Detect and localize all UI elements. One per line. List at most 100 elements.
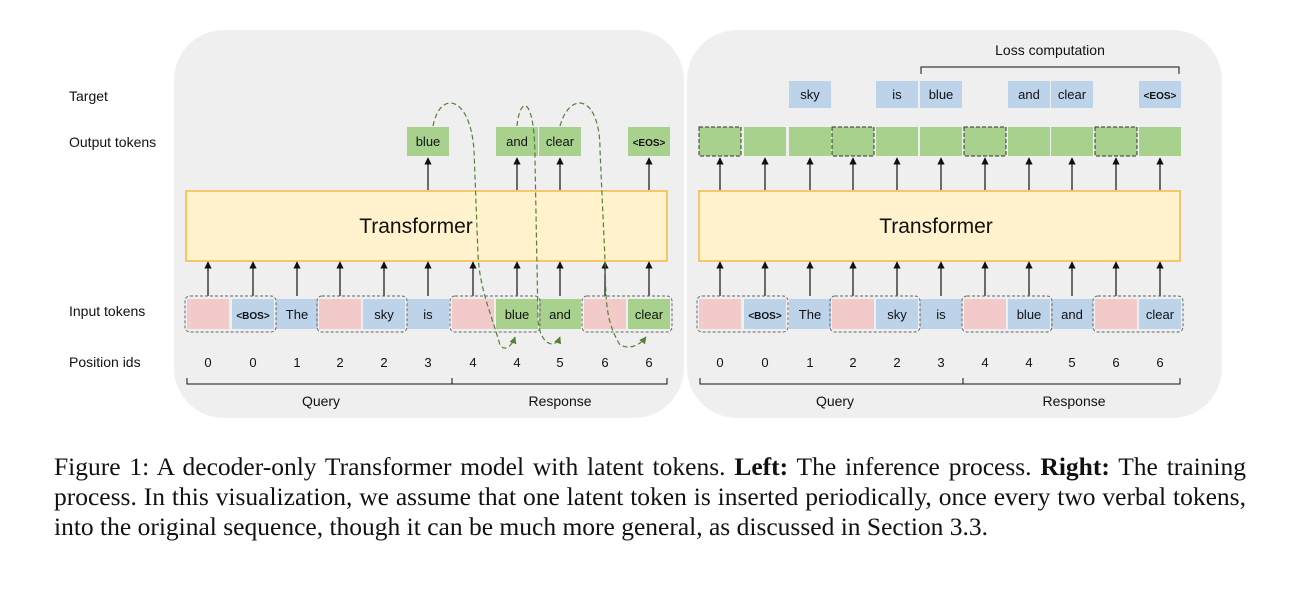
target-token xyxy=(920,81,962,108)
input-token xyxy=(539,299,581,329)
latent-output-token xyxy=(963,126,1007,157)
latent-pair-outline xyxy=(581,295,673,333)
input-token-label: blue xyxy=(1017,307,1042,322)
output-token-label: and xyxy=(506,134,528,149)
row-label-target: Target xyxy=(69,88,108,104)
input-token xyxy=(1051,299,1093,329)
input-token-label: sky xyxy=(887,307,907,322)
position-id: 0 xyxy=(204,355,211,370)
caption-left-label: Left: xyxy=(734,452,789,481)
feedback-arrow xyxy=(516,105,562,345)
position-id: 5 xyxy=(1068,355,1075,370)
input-token-label: clear xyxy=(635,307,664,322)
right-transformer-block xyxy=(698,190,1181,262)
target-token-label: sky xyxy=(800,87,820,102)
input-token xyxy=(407,299,449,329)
latent-pair-outline xyxy=(449,295,541,333)
latent-token xyxy=(452,299,494,329)
position-id: 2 xyxy=(336,355,343,370)
latent-token xyxy=(584,299,626,329)
latent-token xyxy=(964,299,1006,329)
latent-pair-outlines xyxy=(184,295,1184,333)
right-query-bracket xyxy=(699,378,964,385)
caption-figure-label: Figure 1: A decoder-only Transformer mod… xyxy=(54,452,735,481)
input-token xyxy=(744,299,786,329)
row-label-position: Position ids xyxy=(69,354,141,370)
latent-pair-outline xyxy=(961,295,1053,333)
position-id: 2 xyxy=(849,355,856,370)
latent-token xyxy=(832,299,874,329)
caption-right-text: The training process. In this visualizat… xyxy=(54,452,1247,541)
latent-pair-outline xyxy=(829,295,921,333)
output-token xyxy=(920,127,962,156)
latent-token xyxy=(1095,299,1137,329)
position-id: 4 xyxy=(1025,355,1032,370)
row-label-input: Input tokens xyxy=(69,303,145,319)
latent-output-token xyxy=(698,126,742,157)
position-id: 2 xyxy=(380,355,387,370)
target-token xyxy=(1051,81,1093,108)
input-token xyxy=(232,299,274,329)
output-token xyxy=(407,127,449,156)
position-id: 0 xyxy=(716,355,723,370)
latent-pair-outline xyxy=(316,295,408,333)
output-token-label: <EOS> xyxy=(633,138,666,149)
left-query-bracket xyxy=(186,378,453,385)
output-token xyxy=(539,127,581,156)
position-id: 5 xyxy=(556,355,563,370)
output-token xyxy=(496,127,538,156)
target-token xyxy=(789,81,831,108)
autoregressive-feedback-arrows xyxy=(432,102,647,349)
left-transformer-block xyxy=(185,190,668,262)
position-id: 0 xyxy=(249,355,256,370)
position-id: 6 xyxy=(645,355,652,370)
output-token xyxy=(744,127,786,156)
input-token-label: clear xyxy=(1146,307,1175,322)
right-response-bracket xyxy=(963,378,1181,385)
input-token-label: is xyxy=(936,307,946,322)
output-token xyxy=(789,127,831,156)
input-token-label: The xyxy=(286,307,308,322)
input-token xyxy=(789,299,831,329)
input-token-label: <BOS> xyxy=(236,311,270,322)
output-token xyxy=(876,127,918,156)
left-response-label: Response xyxy=(528,393,591,409)
row-label-output: Output tokens xyxy=(69,134,156,150)
position-id: 4 xyxy=(469,355,476,370)
feedback-arrow xyxy=(432,102,517,349)
latent-output-token xyxy=(1094,126,1138,157)
input-token xyxy=(496,299,538,329)
input-token xyxy=(1008,299,1050,329)
flow-arrows xyxy=(204,157,1164,296)
output-token xyxy=(1139,127,1181,156)
latent-output-token xyxy=(831,126,875,157)
input-token xyxy=(876,299,918,329)
latent-pair-outline xyxy=(184,295,277,333)
target-token xyxy=(876,81,918,108)
position-id: 6 xyxy=(1156,355,1163,370)
output-token xyxy=(1008,127,1050,156)
left-query-label: Query xyxy=(302,393,340,409)
input-token xyxy=(920,299,962,329)
latent-token xyxy=(187,299,229,329)
position-id: 1 xyxy=(293,355,300,370)
input-token-label: is xyxy=(423,307,433,322)
input-token-label: and xyxy=(1061,307,1083,322)
position-id: 6 xyxy=(601,355,608,370)
latent-token-diagram: Target Output tokens Input tokens Positi… xyxy=(69,30,1222,418)
position-id: 4 xyxy=(981,355,988,370)
latent-pair-outline xyxy=(1092,295,1184,333)
caption-left-text: The inference process. xyxy=(788,452,1041,481)
output-token xyxy=(628,127,670,156)
position-id: 1 xyxy=(806,355,813,370)
target-token-label: blue xyxy=(929,87,954,102)
input-token xyxy=(628,299,670,329)
position-id: 3 xyxy=(937,355,944,370)
input-token-label: sky xyxy=(374,307,394,322)
output-token xyxy=(1051,127,1093,156)
caption-right-label: Right: xyxy=(1040,452,1110,481)
input-token-label: blue xyxy=(505,307,530,322)
